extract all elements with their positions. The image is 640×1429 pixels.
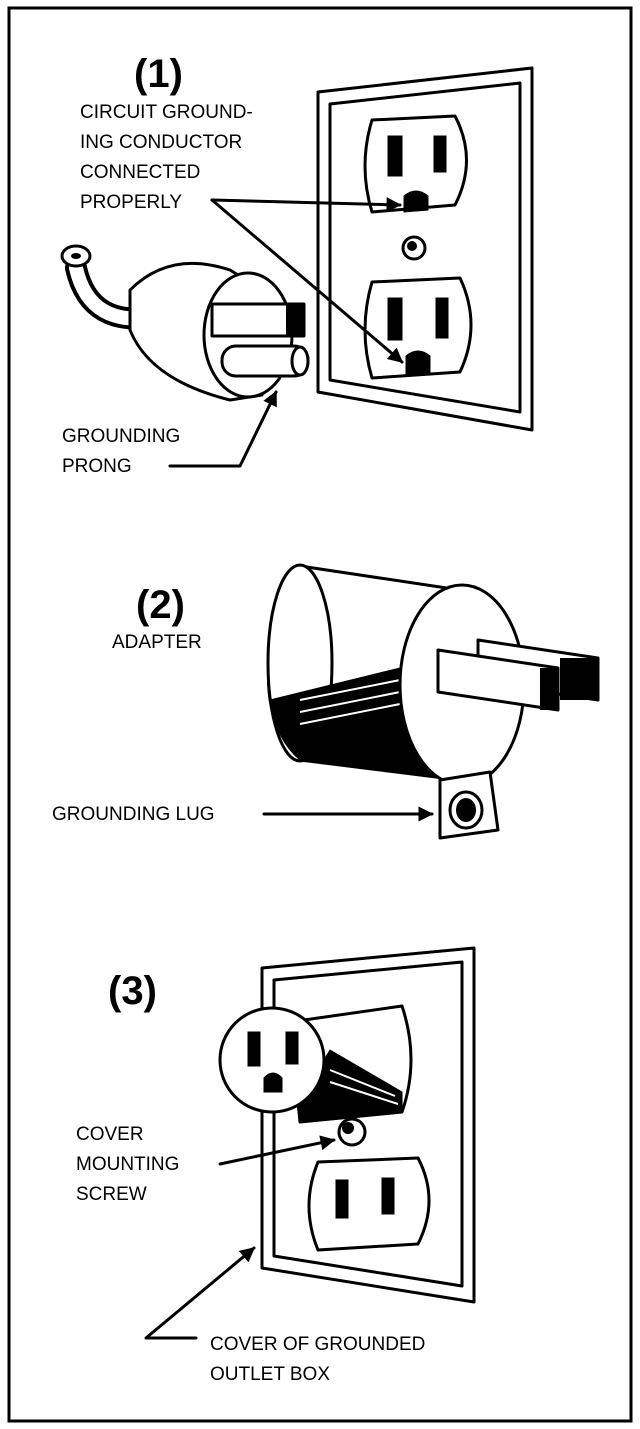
arrow-to-upper-ground xyxy=(210,197,402,213)
label-conductor-line-2: ING CONDUCTOR xyxy=(80,132,242,153)
label-box-line-2: OUTLET BOX xyxy=(210,1364,330,1385)
wall-plate-3 xyxy=(260,946,476,1304)
panel-1-number: (1) xyxy=(134,52,183,96)
arrow-to-lower-ground xyxy=(210,198,404,364)
lower-receptacle xyxy=(363,276,473,380)
panel-3-number: (3) xyxy=(108,969,157,1013)
label-screw-line-2: MOUNTING xyxy=(76,1154,179,1175)
lower-receptacle-3 xyxy=(307,1156,431,1252)
grounding-lug xyxy=(438,770,500,840)
label-screw-line-3: SCREW xyxy=(76,1184,147,1205)
arrow-to-grounding-prong xyxy=(168,390,278,468)
label-adapter: ADAPTER xyxy=(112,632,202,653)
panel-3: (3) COVER MOUNTING SCREW COVER OF GROUND… xyxy=(76,946,476,1385)
label-prong-line-1: GROUNDING xyxy=(62,426,180,447)
figure-frame xyxy=(7,6,633,1423)
adapter-plugged xyxy=(218,1004,413,1124)
arrow-to-outlet-box-cover xyxy=(144,1246,256,1340)
label-box-line-1: COVER OF GROUNDED xyxy=(210,1334,425,1355)
label-conductor-line-1: CIRCUIT GROUND- xyxy=(80,102,253,123)
upper-receptacle xyxy=(363,114,468,214)
adapter xyxy=(266,563,600,840)
label-screw-line-1: COVER xyxy=(76,1124,144,1145)
panel-2-number: (2) xyxy=(136,583,185,627)
ground-hole-lower xyxy=(405,350,431,376)
grounded-plug xyxy=(128,261,310,402)
label-grounding-lug: GROUNDING LUG xyxy=(52,804,215,825)
label-prong-line-2: PRONG xyxy=(62,456,132,477)
ground-hole-upper xyxy=(403,190,429,213)
label-conductor-line-4: PROPERLY xyxy=(80,192,182,213)
panel-2: (2) ADAPTER GROUNDING LUG xyxy=(52,563,600,840)
panel-1: (1) CIRCUIT GROUND- ING CONDUCTOR CONNEC… xyxy=(60,52,534,477)
arrow-to-cover-screw xyxy=(218,1135,336,1166)
label-conductor-line-3: CONNECTED xyxy=(80,162,200,183)
